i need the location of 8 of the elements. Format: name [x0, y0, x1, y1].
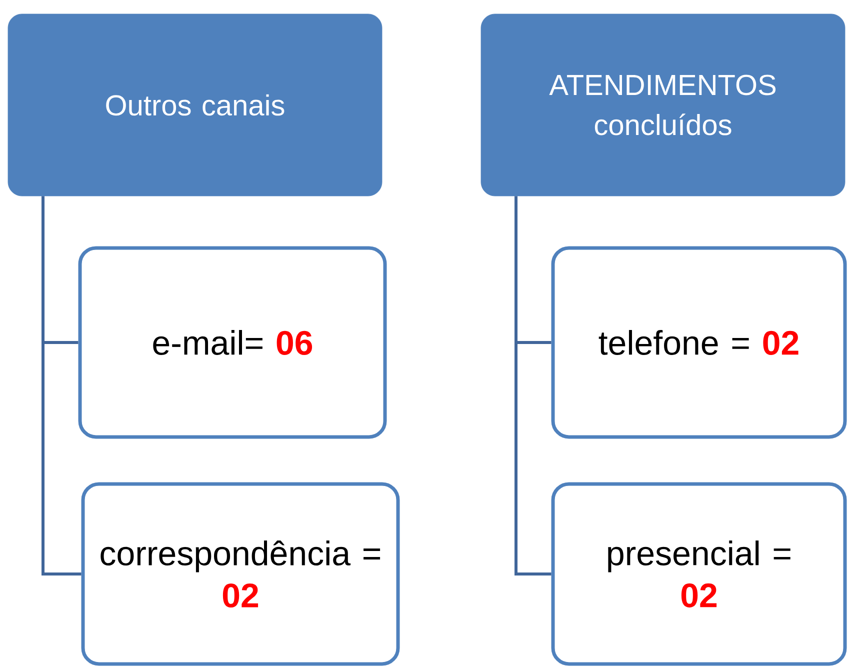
header-box: ATENDIMENTOS concluídos	[480, 14, 846, 196]
header-box: Outros canais	[8, 14, 382, 196]
connector	[42, 196, 82, 576]
item-box: e-mail= 06	[78, 246, 387, 439]
item-box: telefone = 02	[551, 246, 847, 439]
item-box: correspondência = 02	[81, 482, 400, 666]
item-box: presencial = 02	[551, 482, 847, 666]
connector	[514, 196, 552, 576]
